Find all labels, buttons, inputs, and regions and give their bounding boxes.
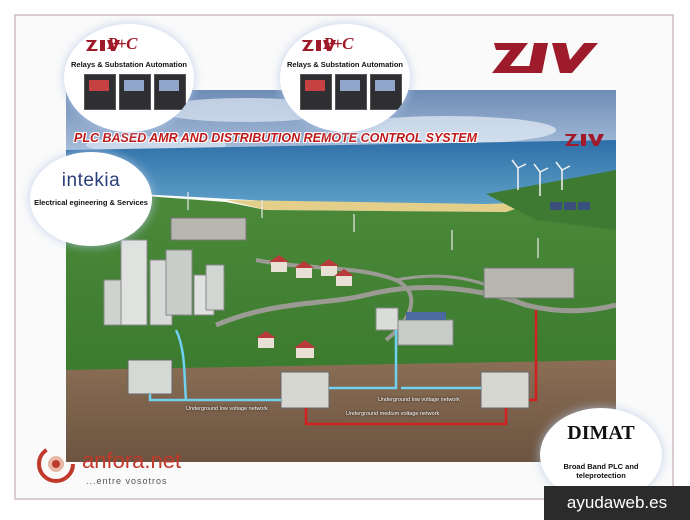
relay-devices [84, 74, 186, 110]
relay-device [154, 74, 186, 110]
intekia-subtitle: Electrical egineering & Services [34, 198, 148, 207]
intekia-logo: intekia [61, 170, 121, 191]
transformer-cabin [280, 371, 330, 409]
low-voltage-cable [148, 394, 281, 402]
watermark: ayudaweb.es [544, 486, 690, 520]
relay-device [370, 74, 402, 110]
ziv-mark-icon [86, 40, 120, 51]
city-buildings [103, 239, 225, 326]
wind-turbines [511, 159, 571, 196]
solar-panels [550, 202, 590, 210]
illustration-svg [66, 90, 616, 462]
diagram-title: PLC BASED AMR AND DISTRIBUTION REMOTE CO… [74, 131, 478, 145]
cloud [336, 116, 556, 144]
ziv-small-logo-icon [565, 134, 604, 146]
anfora-swirl-icon [37, 445, 75, 483]
pc-bubble-center: P+C Relays & Substation Automation [280, 24, 410, 132]
pc-subtitle: Relays & Substation Automation [287, 60, 403, 69]
anfora-tagline: ...entre vosotros [86, 476, 168, 486]
pc-bubble-left: P+C Relays & Substation Automation [64, 24, 194, 132]
substation [170, 217, 247, 241]
low-voltage-cable [174, 329, 188, 401]
relay-device [300, 74, 332, 110]
pc-mark: P+C [323, 34, 353, 53]
low-voltage-cable [329, 330, 398, 390]
houses [256, 255, 354, 358]
low-voltage-label-right: Underground low voltage network [378, 397, 460, 403]
dimat-subtitle-line1: Broad Band PLC and [563, 462, 639, 471]
relay-device [84, 74, 116, 110]
soil [66, 360, 616, 462]
dimat-logo: DIMAT [567, 422, 635, 444]
low-voltage-label-left: Underground low voltage network [186, 406, 268, 412]
sea [66, 140, 616, 208]
medium-voltage-label: Underground medium voltage network [346, 411, 440, 417]
medium-voltage-cable [529, 310, 538, 402]
transformer-cabin [480, 371, 530, 409]
pc-mark: P+C [107, 34, 137, 53]
dimat-subtitle-line2: teleprotection [576, 471, 626, 480]
anfora-name: anfora.net [82, 448, 182, 473]
anfora-logo: anfora.net ...entre vosotros [30, 440, 230, 490]
medium-voltage-cable [304, 408, 508, 426]
intekia-bubble: intekia Electrical egineering & Services [30, 152, 152, 246]
factory [375, 307, 454, 346]
relay-devices [300, 74, 402, 110]
road [215, 285, 616, 328]
hill [486, 170, 616, 230]
network-illustration [66, 90, 616, 462]
substation [483, 267, 575, 299]
ziv-logo [492, 43, 598, 73]
pc-subtitle: Relays & Substation Automation [71, 60, 187, 69]
power-pylons [187, 192, 539, 258]
relay-device [335, 74, 367, 110]
relay-device [119, 74, 151, 110]
ziv-mark-icon [302, 40, 336, 51]
apartment-block [127, 359, 173, 395]
beach [226, 200, 536, 212]
